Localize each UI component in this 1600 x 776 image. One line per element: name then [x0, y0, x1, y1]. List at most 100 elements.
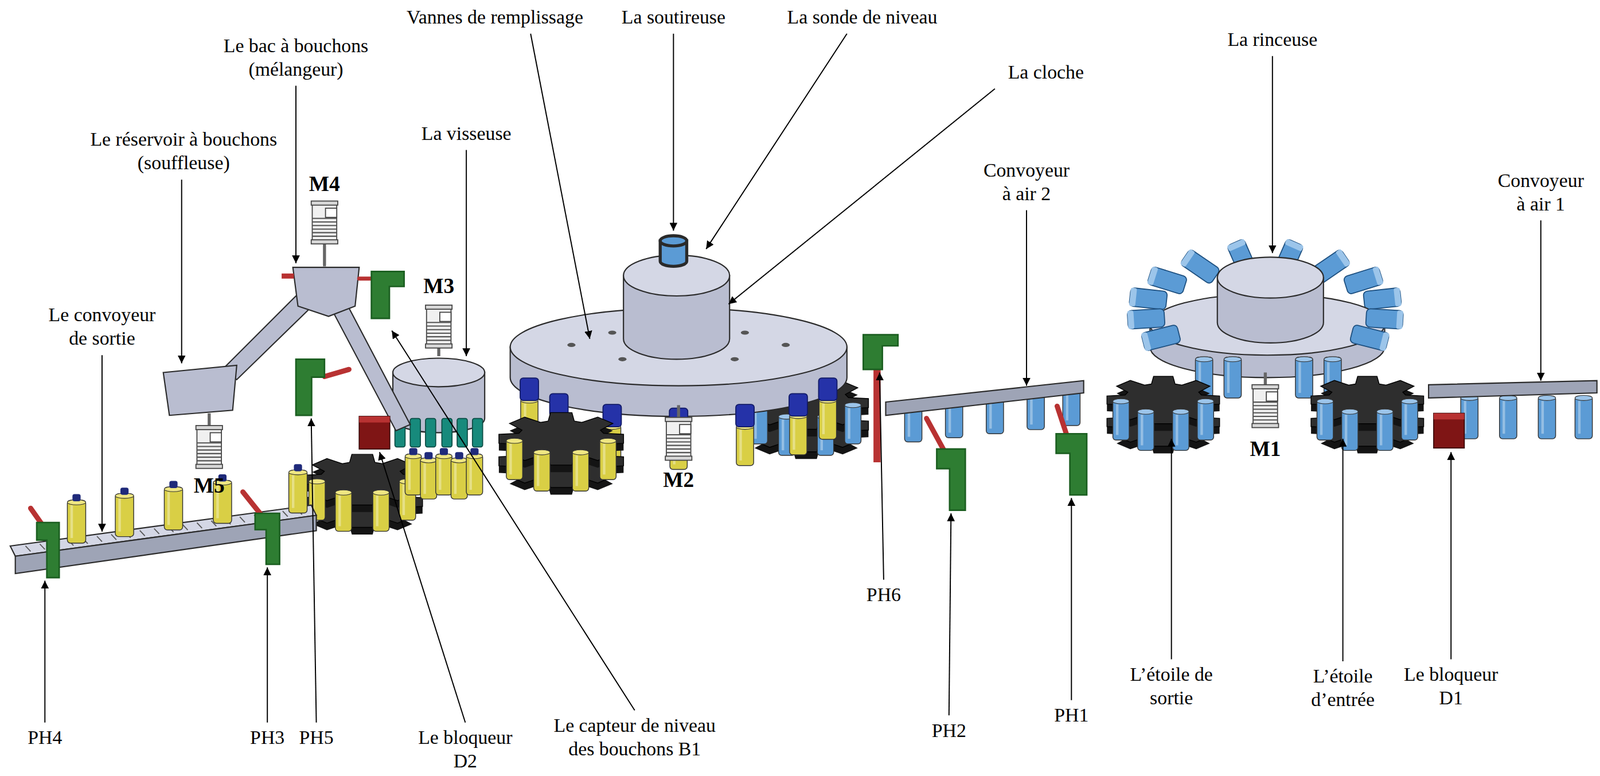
bottle [1376, 408, 1393, 451]
bolt-hole [730, 357, 739, 362]
motor-fin [196, 459, 222, 462]
motor-cap [196, 464, 223, 469]
air-conveyor [885, 380, 1084, 416]
bottle-body [533, 450, 550, 491]
leader-line [949, 513, 952, 716]
bottle-shine [70, 505, 73, 538]
bottle-shine [1404, 404, 1407, 435]
bottle-body [404, 454, 421, 495]
part-label: PH5 [299, 726, 334, 751]
bottle-top [599, 438, 616, 444]
bottle-shine [1140, 414, 1143, 446]
bottle-top [1223, 356, 1242, 362]
photo-sensor [936, 449, 966, 511]
level-probe-top [660, 235, 687, 247]
motor-fin [666, 441, 692, 443]
conveyor-slat [196, 522, 202, 528]
motor-cap [1251, 423, 1279, 428]
bottle-top [1195, 356, 1213, 362]
bottle-shine [739, 430, 742, 461]
bottle-top [506, 438, 523, 444]
bottle [506, 438, 523, 480]
motor-cap [311, 239, 338, 244]
photo-sensor [371, 271, 405, 319]
bottle [450, 451, 467, 499]
bottle [736, 424, 754, 466]
motor-fin [311, 232, 337, 234]
clamp-end [1226, 238, 1247, 252]
bottle-body [1341, 409, 1358, 451]
motor-fin [196, 453, 222, 455]
leader-line [379, 451, 466, 723]
bottle-body [736, 424, 754, 466]
bottle-shine [822, 403, 825, 435]
motor-fin [311, 228, 337, 230]
bottle-top [1137, 408, 1154, 415]
motor-fin [426, 325, 452, 327]
bottle-shine [402, 484, 405, 515]
cap-tank [163, 365, 237, 416]
bottle-top [1316, 398, 1333, 404]
bottle-cap [409, 447, 418, 455]
bolt-hole [607, 330, 616, 335]
bottle-shine [1200, 404, 1203, 435]
photo-sensor [295, 358, 325, 416]
bottle-top [572, 449, 589, 455]
clamp-body [1363, 287, 1402, 310]
leader-line [1070, 497, 1072, 700]
rinser-dome [1217, 256, 1324, 343]
bottle-cap [424, 451, 433, 459]
conveyor-slat [96, 536, 103, 542]
motor [196, 413, 223, 469]
part-label: Convoyeur à air 1 [1495, 169, 1587, 216]
bottle-body [420, 458, 437, 499]
part-label: PH1 [1054, 704, 1089, 728]
photo-sensor [36, 522, 60, 578]
bottle-body [335, 490, 352, 532]
part-label: L’étoile de sortie [1122, 663, 1220, 710]
leader-line [672, 33, 674, 231]
bottle-shine [509, 443, 512, 475]
sensor-body [936, 449, 966, 511]
hopper-stub [281, 273, 294, 279]
bolt-hole [567, 342, 576, 347]
bottle-top [844, 402, 861, 408]
capping-head [410, 418, 421, 448]
bottle-shine [792, 419, 795, 450]
part-label: Le bac à bouchons (mélangeur) [214, 34, 378, 81]
bottle [1172, 408, 1189, 451]
part-label: Le bloqueur D2 [411, 726, 519, 774]
leader-line [879, 372, 884, 580]
part-label: La soutireuse [621, 6, 726, 30]
leader-line [391, 330, 635, 711]
motor-fin [1253, 415, 1278, 417]
motor-fin [1253, 408, 1278, 410]
motor-shaft [207, 413, 211, 426]
bottle-cap [293, 463, 302, 471]
motor-shaft [1263, 372, 1267, 385]
clamp-body [1365, 308, 1404, 330]
air-conveyor [1428, 380, 1598, 398]
rinse-clamp [1349, 324, 1390, 352]
bottle-top [372, 489, 389, 495]
conveyor-slat [182, 524, 189, 530]
filling-valve [520, 377, 539, 401]
bottle [335, 489, 352, 532]
sensor-body [863, 334, 898, 370]
leader-line [44, 580, 46, 723]
part-label: L’étoile d’entrée [1301, 665, 1384, 712]
sensor-beam [1056, 406, 1068, 437]
motor-shaft [322, 243, 326, 267]
bottle [420, 451, 437, 499]
clamp-end [1396, 310, 1404, 330]
motor [425, 305, 452, 357]
filling-valve [735, 404, 755, 427]
motor-fin [666, 437, 692, 439]
bottle-body [1197, 399, 1214, 440]
bottle-body [1574, 395, 1592, 439]
bottle [1538, 395, 1556, 439]
conveyor-slat [282, 510, 288, 517]
motor-fin [426, 321, 452, 323]
bottle [818, 397, 837, 440]
motor-fin [1253, 401, 1278, 403]
